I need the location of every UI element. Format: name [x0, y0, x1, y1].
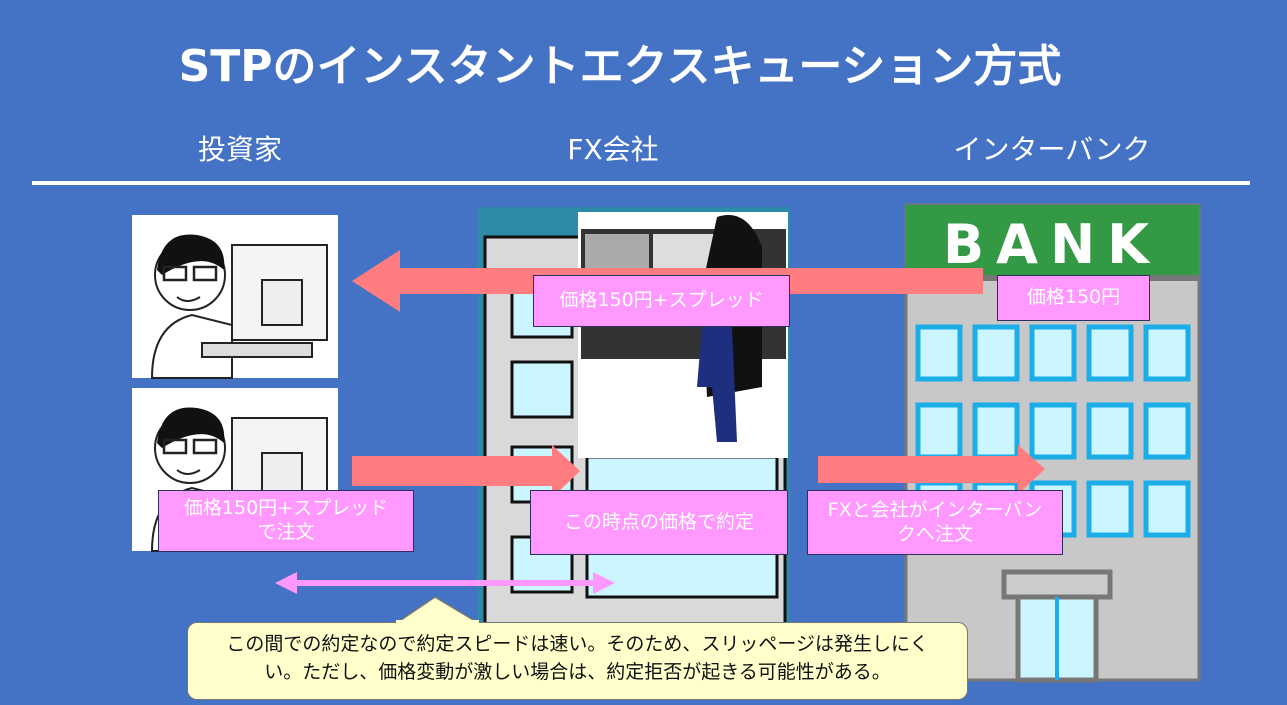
bank-window: [972, 324, 1020, 382]
order-arrow-right: [352, 445, 580, 498]
column-header-investor: 投資家: [197, 133, 282, 166]
bank-window: [1086, 402, 1134, 460]
callout-line1: この間での約定なので約定スピードは速い。そのため、スリッページは発生しにく: [226, 633, 929, 655]
bank-price-label: 価格150円: [997, 275, 1150, 321]
order-label-line1: 価格150円+スプレッド: [183, 497, 389, 520]
price-plus-spread-label: 価格150円+スプレッド: [533, 275, 790, 327]
bank-window: [1029, 402, 1077, 460]
bank-window: [915, 324, 963, 382]
slide-title: STPのインスタントエクスキューション方式: [178, 41, 1062, 92]
bank-window: [1086, 480, 1134, 538]
bank-window: [1029, 324, 1077, 382]
callout-line2: い。ただし、価格変動が激しい場合は、約定拒否が起きる可能性がある。: [264, 660, 891, 683]
callout-pointer-cover: [396, 620, 479, 626]
investor-at-computer-illustration: [132, 215, 338, 379]
bank-sign-text: BANK: [943, 213, 1161, 276]
order-label: 価格150円+スプレッド で注文: [158, 490, 414, 552]
bank-window: [1143, 480, 1191, 538]
fx-order-label-line2: クへ注文: [896, 522, 973, 545]
bank-window: [1143, 324, 1191, 382]
execution-label: この時点の価格で約定: [530, 490, 788, 555]
execution-span-double-arrow: [275, 572, 615, 594]
bank-window: [1086, 324, 1134, 382]
divider: [32, 181, 1250, 185]
bank-window: [1143, 402, 1191, 460]
column-header-interbank: インターバンク: [953, 133, 1151, 166]
fx-order-label-line1: FXと会社がインターバン: [827, 498, 1043, 521]
interbank-order-arrow-right: [818, 445, 1045, 494]
order-label-line2: で注文: [257, 521, 315, 543]
fx-interbank-order-label: FXと会社がインターバン クへ注文: [807, 490, 1063, 555]
explanation-callout: この間での約定なので約定スピードは速い。そのため、スリッページは発生しにく い。…: [187, 622, 968, 700]
column-header-fx-company: FX会社: [567, 133, 659, 166]
